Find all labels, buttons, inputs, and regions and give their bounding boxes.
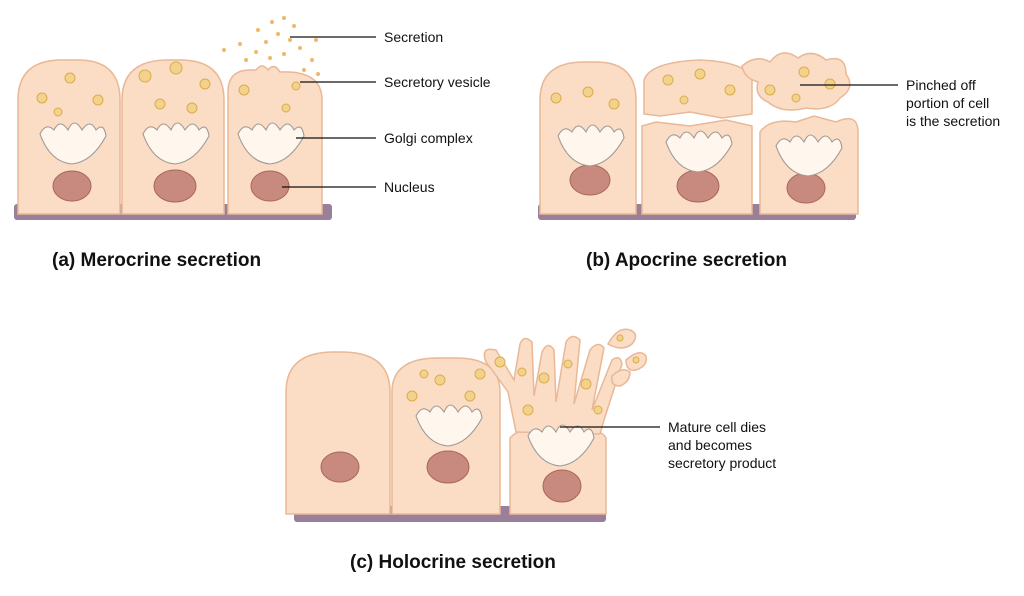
secretory-vesicle xyxy=(36,92,48,104)
secretory-vesicle xyxy=(616,334,624,342)
secretory-vesicle xyxy=(824,78,836,90)
label-golgi-complex: Golgi complex xyxy=(384,130,473,146)
nucleus xyxy=(426,450,470,484)
secretory-vesicle xyxy=(238,84,250,96)
secretory-vesicle xyxy=(517,367,527,377)
cell-fragment xyxy=(610,369,631,387)
secretory-vesicle xyxy=(791,93,801,103)
secretory-vesicle xyxy=(154,98,166,110)
secretory-vesicle xyxy=(608,98,620,110)
nucleus xyxy=(569,164,611,196)
pinched-off-portion xyxy=(741,52,851,111)
panel-holocrine: Mature cell dies and becomes secretory p… xyxy=(285,328,776,573)
secretory-vesicle xyxy=(522,404,534,416)
label-apocrine-line3: is the secretion xyxy=(906,113,1000,129)
secretory-vesicle xyxy=(406,390,418,402)
secretory-vesicle xyxy=(434,374,446,386)
secretory-vesicle xyxy=(550,92,562,104)
secretory-vesicle xyxy=(186,102,198,114)
label-holocrine-line2: and becomes xyxy=(668,437,752,453)
label-secretion: Secretion xyxy=(384,29,443,45)
caption-apocrine: (b) Apocrine secretion xyxy=(586,250,787,271)
secretory-vesicle xyxy=(580,378,592,390)
secretory-vesicle xyxy=(538,372,550,384)
nucleus xyxy=(676,169,720,203)
secretory-vesicle xyxy=(563,359,573,369)
secretory-vesicle xyxy=(64,72,76,84)
cell xyxy=(285,351,391,515)
label-apocrine-line2: portion of cell xyxy=(906,95,989,111)
secretory-vesicle xyxy=(474,368,486,380)
nucleus xyxy=(153,169,197,203)
secretory-vesicle xyxy=(582,86,594,98)
nucleus xyxy=(542,469,582,503)
secretory-vesicle xyxy=(724,84,736,96)
caption-merocrine: (a) Merocrine secretion xyxy=(52,250,261,271)
secretory-vesicle xyxy=(679,95,689,105)
label-nucleus: Nucleus xyxy=(384,179,435,195)
secretory-vesicle xyxy=(494,356,506,368)
secretory-vesicle xyxy=(798,66,810,78)
secretory-vesicle xyxy=(53,107,63,117)
nucleus xyxy=(786,172,826,204)
disintegrating-cell xyxy=(483,328,648,515)
secretory-vesicle xyxy=(138,69,152,83)
caption-holocrine: (c) Holocrine secretion xyxy=(350,552,556,573)
label-holocrine-line3: secretory product xyxy=(668,455,776,471)
secretory-vesicle xyxy=(419,369,429,379)
secretory-vesicle xyxy=(464,390,476,402)
secretory-vesicle xyxy=(199,78,211,90)
nucleus xyxy=(250,170,290,202)
nucleus xyxy=(52,170,92,202)
label-holocrine-line1: Mature cell dies xyxy=(668,419,766,435)
panel-apocrine: Pinched off portion of cell is the secre… xyxy=(538,52,1000,271)
secretory-vesicle xyxy=(291,81,301,91)
rupturing-apex xyxy=(483,335,623,435)
secretory-vesicle xyxy=(169,61,183,75)
secretory-vesicle xyxy=(764,84,776,96)
secretory-vesicle xyxy=(632,356,640,364)
secretory-vesicle xyxy=(662,74,674,86)
label-secretory-vesicle: Secretory vesicle xyxy=(384,74,491,90)
secretion-particles xyxy=(222,16,320,76)
label-apocrine-line1: Pinched off xyxy=(906,77,976,93)
pinching-apex xyxy=(643,59,753,119)
secretory-vesicle xyxy=(281,103,291,113)
secretory-vesicle xyxy=(92,94,104,106)
nucleus xyxy=(320,451,360,483)
secretory-vesicle xyxy=(694,68,706,80)
panel-merocrine: Secretion Secretory vesicle Golgi comple… xyxy=(14,16,491,271)
secretory-vesicle xyxy=(593,405,603,415)
